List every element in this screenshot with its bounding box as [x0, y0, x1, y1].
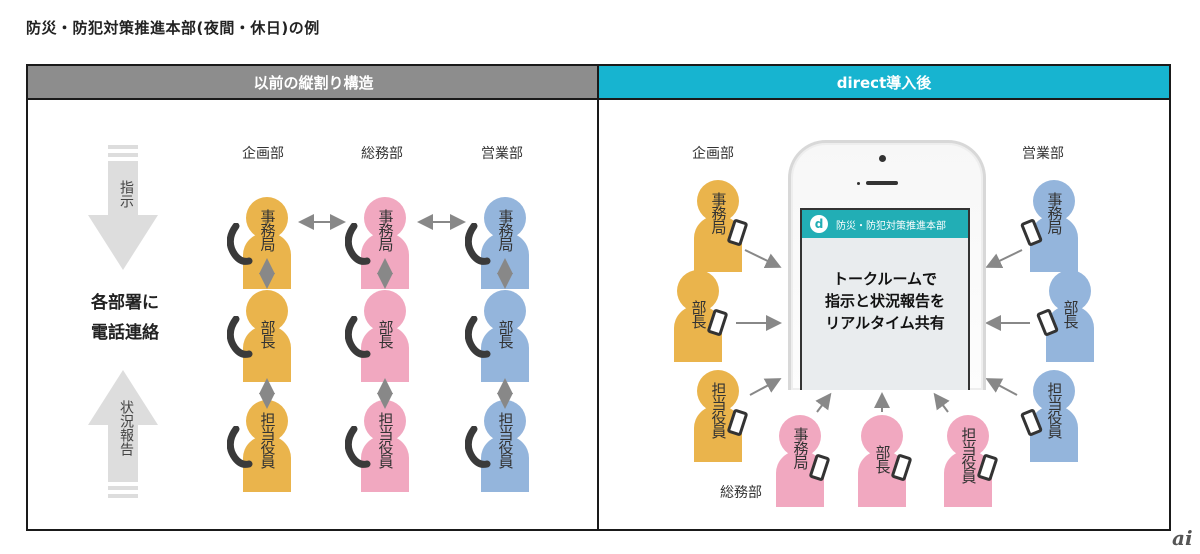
person-head — [947, 415, 989, 457]
share-arrow — [744, 249, 782, 268]
person-head — [484, 197, 526, 239]
person-head — [484, 290, 526, 332]
telephone-icon — [345, 223, 371, 265]
center-line: 各部署に — [91, 293, 159, 313]
message-line: リアルタイム共有 — [825, 314, 945, 332]
role-label: 担当役員 — [258, 412, 277, 468]
phone-screen — [800, 208, 970, 390]
person-head — [677, 270, 719, 312]
page-title: 防災・防犯対策推進本部(夜間・休日)の例 — [26, 19, 320, 37]
person-role-office: 事務局 — [694, 180, 749, 272]
dept-label-sales: 営業部 — [481, 146, 523, 162]
telephone-icon — [227, 223, 253, 265]
share-arrow — [985, 378, 1018, 396]
talkroom-message: トークルームで 指示と状況報告を リアルタイム共有 — [800, 268, 970, 334]
direct-logo-icon: d — [810, 215, 828, 233]
role-label: 事務局 — [709, 192, 728, 234]
telephone-icon — [227, 426, 253, 468]
role-label: 担当役員 — [1045, 382, 1064, 438]
person-role-manager: 部長 — [465, 290, 529, 382]
role-label: 事務局 — [496, 209, 515, 251]
person-role-manager: 部長 — [858, 415, 913, 507]
person-head — [1033, 370, 1075, 412]
ai-logo: ai — [1172, 526, 1193, 550]
person-role-manager: 部長 — [227, 290, 291, 382]
dept-label-planning: 企画部 — [242, 146, 284, 162]
role-label: 部長 — [496, 320, 515, 348]
phone-contact-label: 各部署に 電話連絡 — [60, 288, 190, 348]
person-head — [779, 415, 821, 457]
role-label: 担当役員 — [709, 382, 728, 438]
panel-divider — [597, 64, 599, 531]
role-label: 事務局 — [791, 427, 810, 469]
dept-label-sales: 営業部 — [1022, 146, 1064, 162]
person-role-office: 事務局 — [345, 197, 409, 289]
person-head — [697, 370, 739, 412]
person-head — [861, 415, 903, 457]
center-line: 電話連絡 — [91, 323, 159, 343]
share-arrow — [815, 392, 832, 413]
person-body — [1030, 406, 1078, 462]
person-role-staff: 担当役員 — [1019, 370, 1078, 462]
sensor-icon — [857, 182, 860, 185]
person-role-staff: 担当役員 — [694, 370, 749, 462]
role-label: 部長 — [258, 320, 277, 348]
telephone-icon — [465, 426, 491, 468]
person-head — [246, 290, 288, 332]
report-label: 状況報告 — [118, 400, 134, 456]
role-label: 担当役員 — [376, 412, 395, 468]
dept-label-general: 総務部 — [361, 146, 403, 162]
person-head — [1049, 270, 1091, 312]
after-header: direct導入後 — [599, 64, 1171, 100]
dept-label-planning: 企画部 — [692, 146, 734, 162]
person-role-manager: 部長 — [345, 290, 409, 382]
person-role-manager: 部長 — [1035, 270, 1094, 362]
share-arrow — [933, 392, 950, 413]
role-label: 部長 — [689, 300, 708, 328]
role-label: 部長 — [873, 445, 892, 473]
role-label: 事務局 — [376, 209, 395, 251]
person-head — [364, 197, 406, 239]
person-role-office: 事務局 — [1019, 180, 1078, 272]
share-arrow — [985, 249, 1023, 268]
role-label: 事務局 — [1045, 192, 1064, 234]
camera-icon — [879, 155, 886, 162]
instruction-label: 指示 — [118, 180, 134, 208]
person-head — [364, 290, 406, 332]
talkroom-title: 防災・防犯対策推進本部 — [836, 220, 946, 232]
up-arrow-icon — [88, 370, 158, 498]
role-label: 担当役員 — [496, 412, 515, 468]
person-body — [1046, 306, 1094, 362]
share-arrow — [749, 378, 782, 396]
telephone-icon — [465, 223, 491, 265]
person-head — [1033, 180, 1075, 222]
speaker-icon — [866, 181, 898, 185]
before-header: 以前の縦割り構造 — [26, 64, 599, 100]
telephone-icon — [227, 316, 253, 358]
person-body — [1030, 216, 1078, 272]
role-label: 担当役員 — [959, 427, 978, 483]
person-role-staff: 担当役員 — [465, 400, 529, 492]
person-head — [697, 180, 739, 222]
person-role-staff: 担当役員 — [944, 415, 999, 507]
telephone-icon — [345, 426, 371, 468]
message-line: トークルームで — [832, 270, 938, 288]
person-head — [246, 197, 288, 239]
down-arrow-icon — [88, 145, 158, 270]
role-label: 部長 — [376, 320, 395, 348]
role-label: 部長 — [1061, 300, 1080, 328]
person-role-office: 事務局 — [776, 415, 831, 507]
role-label: 事務局 — [258, 209, 277, 251]
dept-label-general: 総務部 — [720, 485, 762, 501]
telephone-icon — [465, 316, 491, 358]
telephone-icon — [345, 316, 371, 358]
message-line: 指示と状況報告を — [824, 292, 945, 310]
app-header: d 防災・防犯対策推進本部 — [802, 210, 968, 238]
person-role-manager: 部長 — [674, 270, 729, 362]
